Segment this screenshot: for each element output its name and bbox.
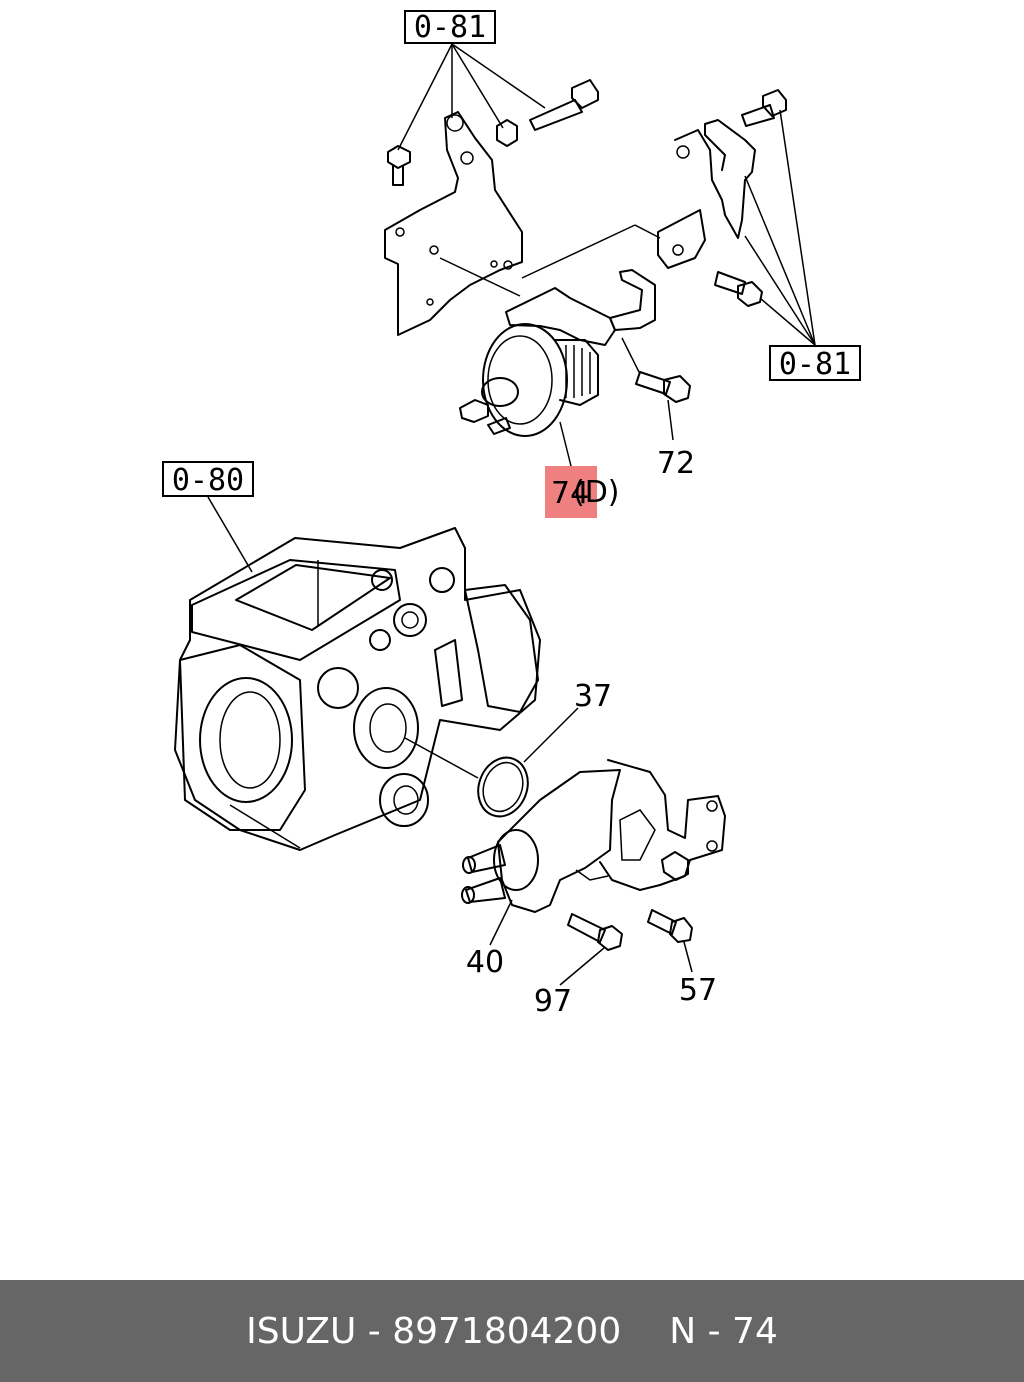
leader-74 [559, 421, 573, 471]
nut-upper-mid [496, 119, 518, 147]
bolt-upper-long [529, 79, 599, 131]
footer-page-ref: N - 74 [669, 1310, 778, 1352]
callout-74[interactable]: 74 [551, 476, 589, 511]
footer-brand-part-number: ISUZU - 8971804200 [246, 1310, 622, 1352]
callout-72[interactable]: 72 [657, 446, 695, 481]
actuator-part-74[interactable] [459, 269, 656, 437]
bolt-upper-right [741, 89, 787, 127]
callout-97[interactable]: 97 [534, 984, 572, 1019]
valve-assembly-40[interactable] [461, 759, 726, 913]
ref-box-left[interactable]: 0-80 [162, 461, 254, 498]
ref-box-right[interactable]: 0-81 [769, 345, 861, 382]
bolt-57 [647, 909, 693, 943]
leader-72 [667, 399, 674, 441]
leader-0-80 [207, 496, 253, 573]
part-74-highlight [545, 466, 597, 518]
callout-74-suffix: (D) [573, 475, 620, 510]
throttle-body[interactable] [174, 527, 541, 851]
parts-diagram: 0-81 [162, 10, 861, 1019]
leader-97 [559, 947, 605, 986]
footer-bar: ISUZU - 8971804200 N - 74 [0, 1280, 1024, 1382]
o-ring-37[interactable] [470, 751, 536, 824]
leader-lines-right [744, 109, 816, 346]
ref-box-right-label: 0-81 [779, 347, 851, 382]
callout-40[interactable]: 40 [466, 945, 504, 980]
leader-seal [404, 737, 479, 779]
ref-box-left-label: 0-80 [172, 463, 244, 498]
ref-box-top-label: 0-81 [414, 10, 486, 45]
leader-37 [523, 707, 579, 763]
bolt-72 [621, 337, 691, 403]
callout-57[interactable]: 57 [679, 973, 717, 1008]
leader-40 [489, 899, 513, 946]
bolt-upper-left [387, 145, 411, 186]
bolt-97 [567, 913, 623, 951]
bolt-mid-right [714, 271, 763, 307]
leader-57 [683, 941, 693, 973]
leader-lines-top [397, 43, 546, 151]
callout-37[interactable]: 37 [574, 679, 612, 714]
upper-bracket-right [521, 119, 756, 279]
ref-box-top[interactable]: 0-81 [404, 10, 496, 45]
upper-bracket-left [384, 111, 523, 336]
